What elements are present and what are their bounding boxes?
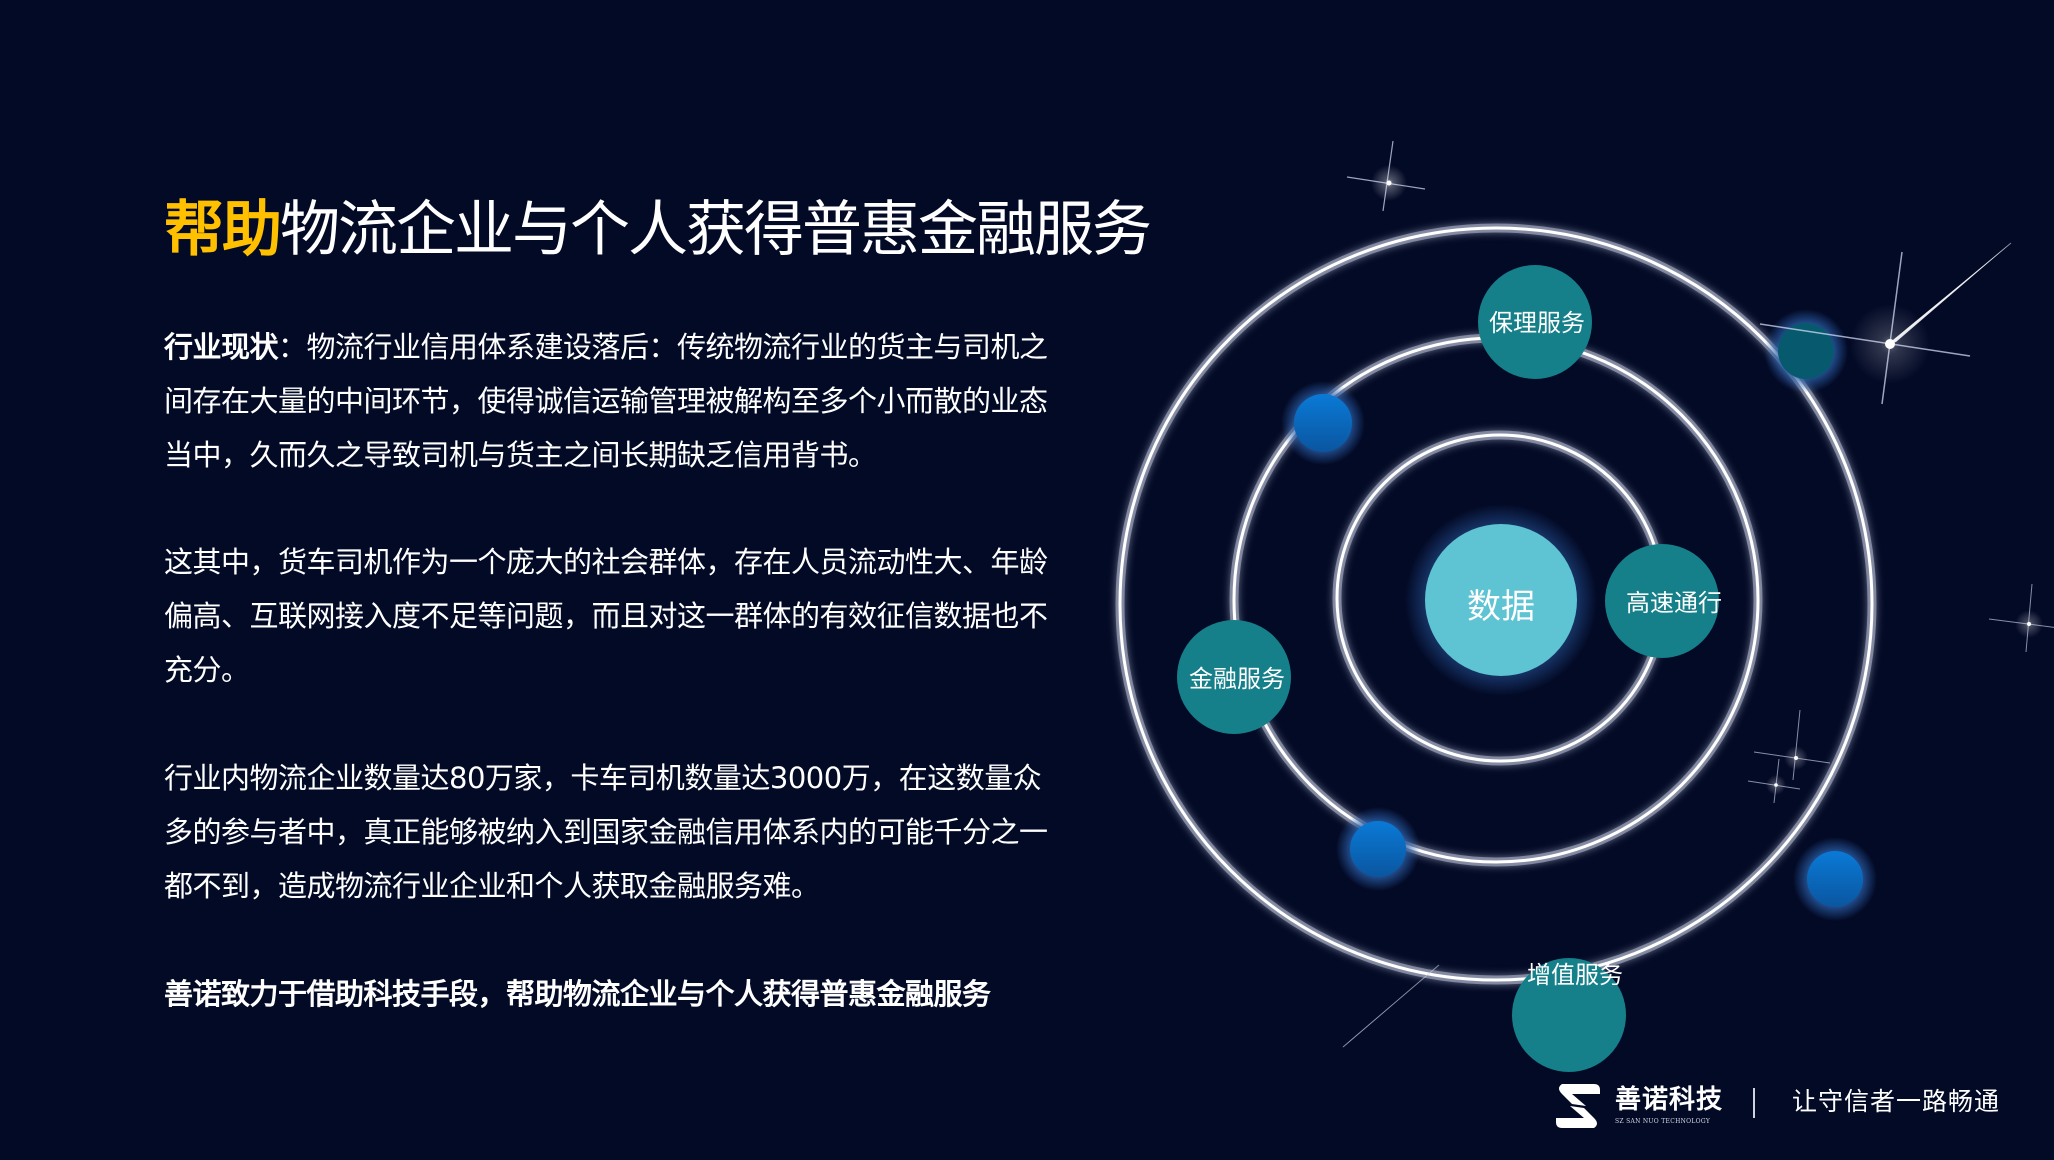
orbit-ring-outer-line <box>1118 226 1874 982</box>
sparkle-icon <box>1753 709 1831 781</box>
planet-finance-circle <box>1177 620 1291 734</box>
planet-value-added-label: 增值服务 <box>1527 961 1623 989</box>
center-node: 数据 <box>1405 504 1597 696</box>
center-label: 数据 <box>1467 587 1535 627</box>
paragraph-industry-status: 行业现状：物流行业信用体系建设落后：传统物流行业的货主与司机之间存在大量的中间环… <box>164 320 1064 482</box>
mission-text: 善诺致力于借助科技手段，帮助物流企业与个人获得普惠金融服务 <box>164 977 991 1011</box>
sparkles <box>1346 140 2054 804</box>
orbit-dot <box>1294 394 1352 452</box>
planet-highway: 高速通行 <box>1605 544 1722 658</box>
title-rest: 物流企业与个人获得普惠金融服务 <box>280 195 1152 265</box>
footer-divider <box>1753 1088 1755 1118</box>
sparkle-icon <box>1747 758 1801 804</box>
planet-factoring-circle <box>1478 265 1592 379</box>
paragraph-market-size: 行业内物流企业数量达80万家，卡车司机数量达3000万，在这数量众多的参与者中，… <box>164 751 1064 913</box>
brand-subtitle: SZ SAN NUO TECHNOLOGY <box>1615 1118 1711 1125</box>
title-highlight: 帮助 <box>164 195 282 265</box>
market-size-text: 行业内物流企业数量达80万家，卡车司机数量达3000万，在这数量众多的参与者中，… <box>164 761 1048 903</box>
planet-highway-circle <box>1605 544 1719 658</box>
shooting-stars <box>1341 242 2012 1049</box>
brand-logo-icon <box>1556 1084 1600 1128</box>
sparkle-icon <box>1988 583 2054 653</box>
planet-factoring-label: 保理服务 <box>1489 309 1585 337</box>
planet-value-added-circle <box>1512 958 1626 1072</box>
paragraph-drivers: 这其中，货车司机作为一个庞大的社会群体，存在人员流动性大、年龄偏高、互联网接入度… <box>164 535 1064 697</box>
industry-status-text: ：物流行业信用体系建设落后：传统物流行业的货主与司机之间存在大量的中间环节，使得… <box>164 330 1048 472</box>
planet-highway-label: 高速通行 <box>1626 589 1722 617</box>
planet-value-added: 增值服务 <box>1512 958 1626 1072</box>
slogan: 让守信者一路畅通 <box>1792 1087 2001 1116</box>
page-title: 帮助物流企业与个人获得普惠金融服务 <box>164 190 1152 270</box>
center-circle <box>1425 524 1577 676</box>
sparkle-icon <box>1346 140 1426 212</box>
orbit-dot-dark <box>1778 323 1834 379</box>
orbit-dot <box>1807 851 1863 907</box>
brand-name: 善诺科技 <box>1615 1085 1724 1115</box>
orbit-dots <box>1281 309 1877 921</box>
paragraph-mission: 善诺致力于借助科技手段，帮助物流企业与个人获得普惠金融服务 <box>164 967 1064 1021</box>
planet-factoring: 保理服务 <box>1478 265 1592 379</box>
industry-status-label: 行业现状 <box>164 330 279 364</box>
planet-finance-label: 金融服务 <box>1189 665 1285 693</box>
drivers-text: 这其中，货车司机作为一个庞大的社会群体，存在人员流动性大、年龄偏高、互联网接入度… <box>164 545 1048 687</box>
orbit-dot <box>1350 821 1406 877</box>
planet-finance: 金融服务 <box>1177 620 1291 734</box>
